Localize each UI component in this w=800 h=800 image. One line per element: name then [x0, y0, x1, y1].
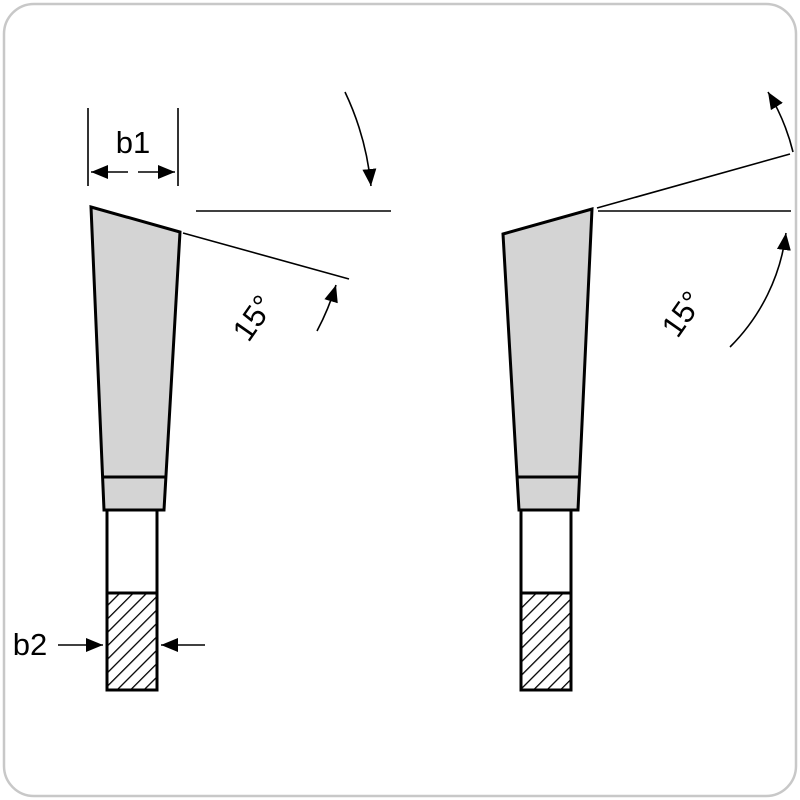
left-rotation-arrow-arc-icon [344, 91, 377, 187]
left-angle-label: 15° [226, 289, 282, 347]
left-tooth-view: b1 15° b2 [13, 91, 391, 692]
left-bevel-extension-line [182, 232, 350, 280]
right-tooth-body [501, 206, 594, 512]
right-bevel-extension-line [596, 153, 791, 209]
right-angle-arc-icon [729, 232, 791, 348]
right-angle-label: 15° [655, 285, 711, 343]
right-tooth-view: 15° [501, 91, 794, 692]
b2-label: b2 [13, 627, 47, 662]
left-angle-arc-icon [316, 284, 338, 332]
right-shank [519, 508, 573, 595]
left-shank [105, 508, 159, 595]
right-rotation-arrow-arc-icon [767, 91, 794, 153]
left-tooth-body [89, 204, 182, 512]
right-bore-hatch [519, 591, 573, 692]
b1-label: b1 [116, 125, 150, 160]
left-bore-hatch [105, 591, 159, 692]
